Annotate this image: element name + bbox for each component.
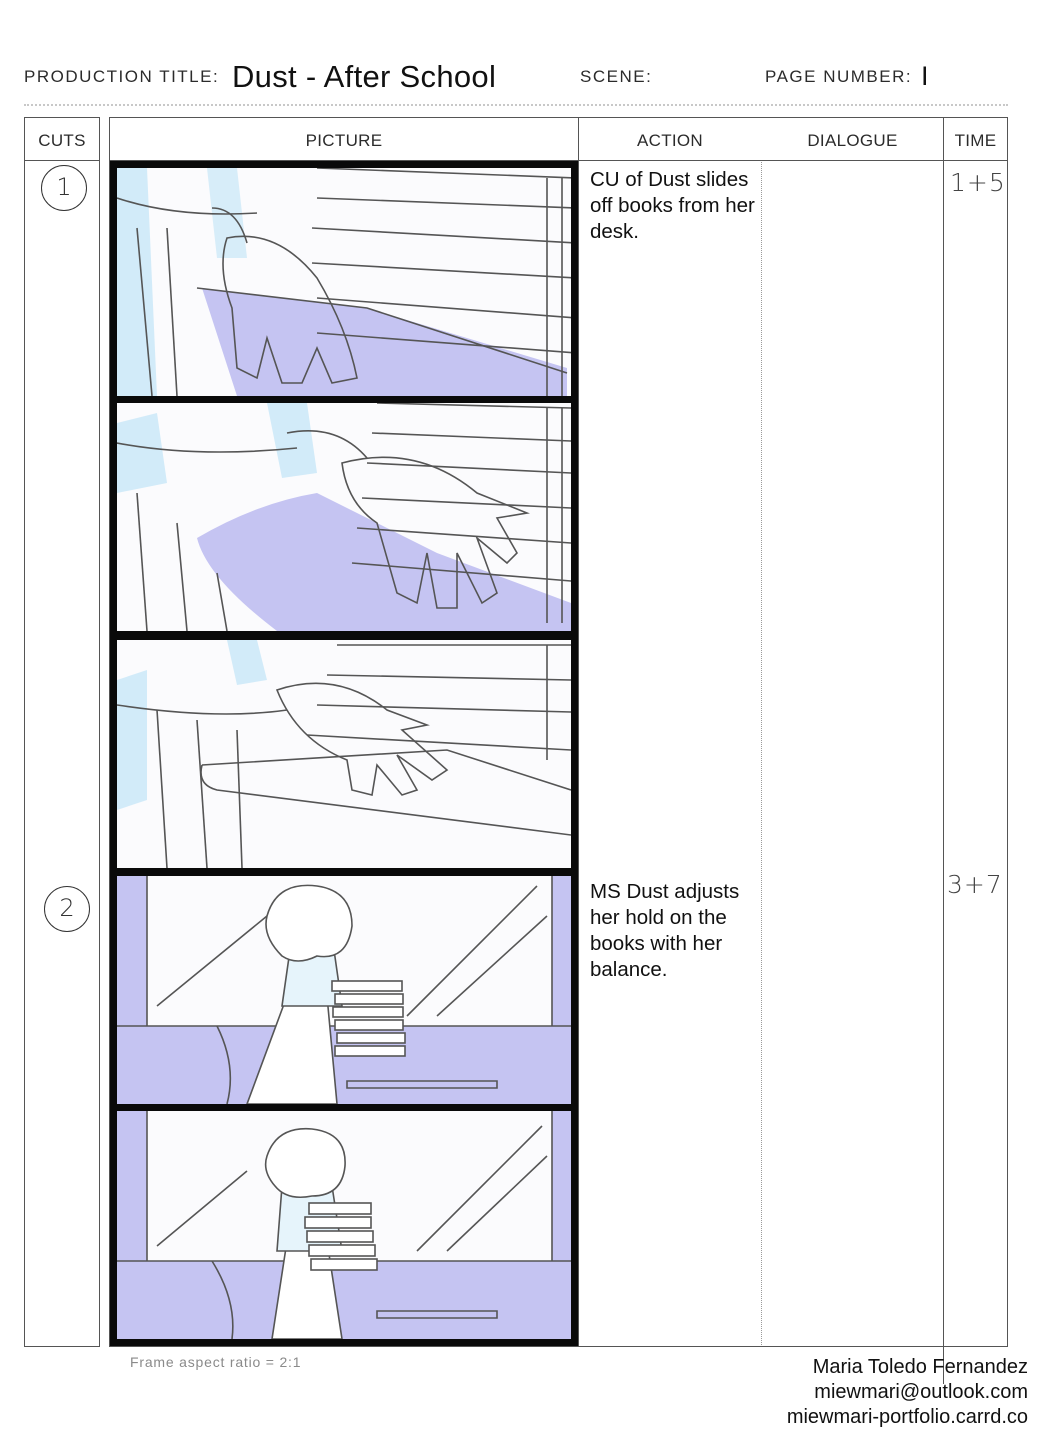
time-column-divider [943, 117, 944, 1384]
storyboard-table [109, 117, 1008, 1347]
storyboard-frame-1 [110, 161, 578, 403]
frame-3-sketch [117, 640, 571, 868]
author-name: Maria Toledo Fernandez [812, 1356, 1028, 1378]
storyboard-frame-5 [110, 1104, 578, 1346]
cut-number-2: 2 [44, 886, 90, 932]
author-website[interactable]: miewmari-portfolio.carrd.co [786, 1406, 1028, 1428]
action-header: ACTION [636, 131, 704, 150]
dialogue-header: DIALOGUE [807, 131, 898, 150]
storyboard-frame-3 [110, 633, 578, 875]
cut-1-time: 1+5 [950, 168, 1006, 197]
scene-label: SCENE: [580, 67, 653, 86]
page-number: I [921, 61, 929, 91]
storyboard-frame-4 [110, 869, 578, 1111]
header-divider [24, 104, 1008, 106]
cuts-column [24, 117, 100, 1347]
cut-2-time: 3+7 [947, 870, 1003, 899]
production-title: Dust - After School [232, 59, 497, 94]
frame-aspect-note: Frame aspect ratio = 2:1 [130, 1354, 302, 1370]
storyboard-frame-2 [110, 396, 578, 638]
author-email[interactable]: miewmari@outlook.com [814, 1381, 1028, 1403]
cut-1-action: CU of Dust slides off books from her des… [590, 168, 755, 243]
action-dialogue-divider [761, 162, 762, 1345]
frame-4-sketch [117, 876, 571, 1104]
page-number-label: PAGE NUMBER: [765, 67, 913, 86]
cuts-header-rule [24, 160, 100, 161]
picture-header: PICTURE [305, 131, 383, 150]
cut-2-action: MS Dust adjusts her hold on the books wi… [590, 880, 740, 981]
time-header: TIME [954, 131, 997, 150]
frame-2-sketch [117, 403, 571, 631]
picture-column-divider [578, 117, 579, 1347]
production-title-label: PRODUCTION TITLE: [24, 67, 220, 86]
cut-number-1: 1 [41, 165, 87, 211]
frame-5-sketch [117, 1111, 571, 1339]
cuts-header: CUTS [38, 131, 86, 150]
frame-1-sketch [117, 168, 571, 396]
table-header-rule [109, 160, 1008, 161]
